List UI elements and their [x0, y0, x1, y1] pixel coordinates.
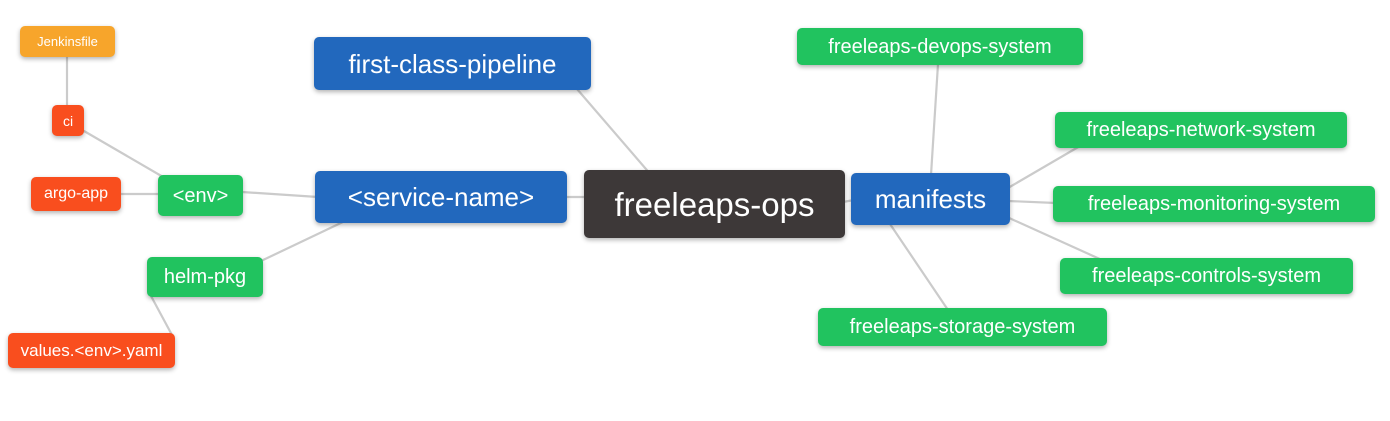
node-freeleaps-network-system[interactable]: freeleaps-network-system — [1055, 112, 1347, 148]
node-argo-app[interactable]: argo-app — [31, 177, 121, 211]
node-freeleaps-devops-system[interactable]: freeleaps-devops-system — [797, 28, 1083, 65]
edge-ci-to-env — [82, 129, 172, 183]
node-service-name[interactable]: <service-name> — [315, 171, 567, 223]
node-first-class-pipeline[interactable]: first-class-pipeline — [314, 37, 591, 90]
edge-manifests-to-freeleaps-monitoring-system — [1006, 199, 1058, 205]
edge-manifests-to-freeleaps-devops-system — [929, 62, 940, 177]
node-jenkinsfile[interactable]: Jenkinsfile — [20, 26, 115, 57]
edge-manifests-to-freeleaps-storage-system — [888, 222, 950, 312]
node-freeleaps-ops[interactable]: freeleaps-ops — [584, 170, 845, 238]
node-env[interactable]: <env> — [158, 175, 243, 216]
edge-first-class-pipeline-to-freeleaps-ops — [575, 87, 654, 178]
node-helm-pkg[interactable]: helm-pkg — [147, 257, 263, 297]
node-ci[interactable]: ci — [52, 105, 84, 136]
node-freeleaps-controls-system[interactable]: freeleaps-controls-system — [1060, 258, 1353, 294]
node-freeleaps-monitoring-system[interactable]: freeleaps-monitoring-system — [1053, 186, 1375, 222]
edge-manifests-to-freeleaps-controls-system — [1005, 215, 1104, 262]
edge-env-to-service-name — [240, 190, 320, 199]
node-values-env-yaml[interactable]: values.<env>.yaml — [8, 333, 175, 368]
edge-service-name-to-helm-pkg — [259, 219, 347, 263]
edge-manifests-to-freeleaps-network-system — [1006, 144, 1082, 190]
edge-helm-pkg-to-values-env-yaml — [149, 294, 174, 337]
node-manifests[interactable]: manifests — [851, 173, 1010, 225]
node-freeleaps-storage-system[interactable]: freeleaps-storage-system — [818, 308, 1107, 346]
